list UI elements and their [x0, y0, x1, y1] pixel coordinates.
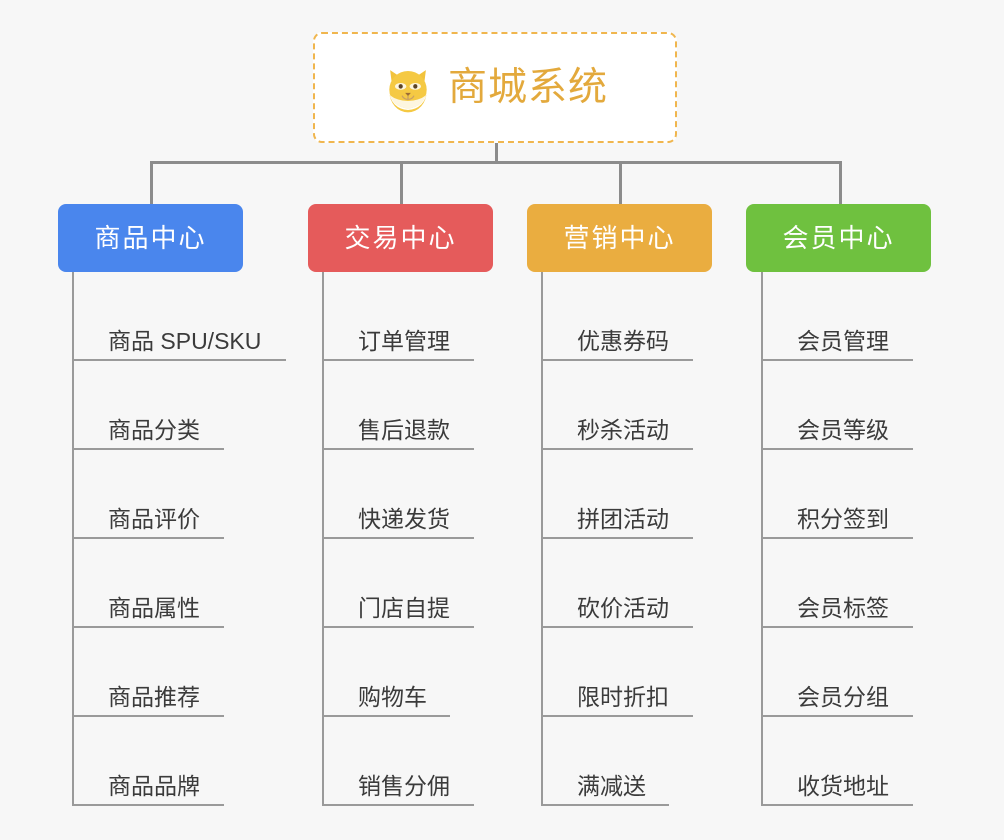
leaf-underline [72, 626, 224, 628]
leaf-item[interactable]: 商品属性 [72, 539, 224, 628]
category-box-4[interactable]: 会员中心 [746, 204, 931, 272]
leaf-underline [322, 715, 450, 717]
leaf-item[interactable]: 会员等级 [761, 361, 913, 450]
leaf-item[interactable]: 收货地址 [761, 717, 913, 806]
column-trunk-line [322, 272, 324, 806]
leaf-label: 砍价活动 [577, 595, 669, 621]
column-trunk-line [72, 272, 74, 806]
leaf-underline [761, 715, 913, 717]
leaf-underline [541, 715, 693, 717]
leaf-label: 优惠券码 [577, 328, 669, 354]
leaf-item[interactable]: 满减送 [541, 717, 669, 806]
leaf-underline [541, 537, 693, 539]
leaf-underline [761, 626, 913, 628]
leaf-label: 限时折扣 [577, 684, 669, 710]
leaf-underline [761, 448, 913, 450]
leaf-item[interactable]: 秒杀活动 [541, 361, 693, 450]
leaf-underline [72, 359, 286, 361]
leaf-item[interactable]: 限时折扣 [541, 628, 693, 717]
root-node-mall-system[interactable]: 商城系统 [313, 32, 677, 143]
connector-drop-3 [619, 161, 622, 204]
leaf-label: 会员标签 [797, 595, 889, 621]
leaf-label: 门店自提 [358, 595, 450, 621]
leaf-item[interactable]: 会员标签 [761, 539, 913, 628]
leaf-label: 销售分佣 [358, 773, 450, 799]
category-label: 交易中心 [344, 223, 457, 253]
leaf-item[interactable]: 商品品牌 [72, 717, 224, 806]
leaf-underline [322, 626, 474, 628]
category-box-1[interactable]: 商品中心 [58, 204, 243, 272]
leaf-item[interactable]: 商品 SPU/SKU [72, 272, 286, 361]
root-title: 商城系统 [447, 66, 608, 109]
connector-drop-4 [839, 161, 842, 204]
leaf-label: 购物车 [358, 684, 427, 710]
category-label: 营销中心 [563, 223, 676, 253]
leaf-label: 秒杀活动 [577, 417, 669, 443]
leaf-label: 商品分类 [108, 417, 200, 443]
leaf-label: 商品评价 [108, 506, 200, 532]
leaf-label: 拼团活动 [577, 506, 669, 532]
leaf-label: 积分签到 [797, 506, 889, 532]
leaf-underline [761, 537, 913, 539]
leaf-item[interactable]: 商品评价 [72, 450, 224, 539]
leaf-label: 会员管理 [797, 328, 889, 354]
category-label: 会员中心 [782, 223, 895, 253]
leaf-label: 会员分组 [797, 684, 889, 710]
category-box-2[interactable]: 交易中心 [308, 204, 493, 272]
leaf-item[interactable]: 销售分佣 [322, 717, 474, 806]
leaf-label: 商品推荐 [108, 684, 200, 710]
leaf-label: 快递发货 [358, 506, 450, 532]
leaf-item[interactable]: 优惠券码 [541, 272, 693, 361]
column-trunk-line [761, 272, 763, 806]
leaf-label: 收货地址 [797, 773, 889, 799]
shiba-dog-face-icon [389, 69, 427, 112]
leaf-label: 订单管理 [358, 328, 450, 354]
leaf-underline [541, 804, 669, 806]
leaf-item[interactable]: 快递发货 [322, 450, 474, 539]
leaf-underline [322, 804, 474, 806]
leaf-label: 会员等级 [797, 417, 889, 443]
leaf-label: 满减送 [577, 773, 646, 799]
leaf-underline [541, 359, 693, 361]
leaf-underline [541, 626, 693, 628]
leaf-label: 商品 SPU/SKU [108, 328, 262, 354]
leaf-label: 售后退款 [358, 417, 450, 443]
leaf-underline [761, 359, 913, 361]
leaf-item[interactable]: 商品分类 [72, 361, 224, 450]
leaf-item[interactable]: 售后退款 [322, 361, 474, 450]
leaf-underline [72, 804, 224, 806]
leaf-underline [72, 715, 224, 717]
leaf-item[interactable]: 订单管理 [322, 272, 474, 361]
leaf-underline [322, 359, 474, 361]
connector-drop-1 [150, 161, 153, 204]
leaf-underline [322, 537, 474, 539]
leaf-underline [541, 448, 693, 450]
leaf-underline [72, 448, 224, 450]
leaf-item[interactable]: 砍价活动 [541, 539, 693, 628]
category-label: 商品中心 [94, 223, 207, 253]
leaf-item[interactable]: 拼团活动 [541, 450, 693, 539]
leaf-underline [761, 804, 913, 806]
leaf-item[interactable]: 商品推荐 [72, 628, 224, 717]
connector-root-stem [495, 143, 498, 164]
column-trunk-line [541, 272, 543, 806]
leaf-label: 商品属性 [108, 595, 200, 621]
connector-drop-2 [400, 161, 403, 204]
leaf-item[interactable]: 购物车 [322, 628, 450, 717]
leaf-label: 商品品牌 [108, 773, 200, 799]
category-box-3[interactable]: 营销中心 [527, 204, 712, 272]
leaf-item[interactable]: 会员管理 [761, 272, 913, 361]
leaf-underline [72, 537, 224, 539]
leaf-underline [322, 448, 474, 450]
leaf-item[interactable]: 会员分组 [761, 628, 913, 717]
leaf-item[interactable]: 积分签到 [761, 450, 913, 539]
connector-horizontal-bus [150, 161, 841, 164]
leaf-item[interactable]: 门店自提 [322, 539, 474, 628]
